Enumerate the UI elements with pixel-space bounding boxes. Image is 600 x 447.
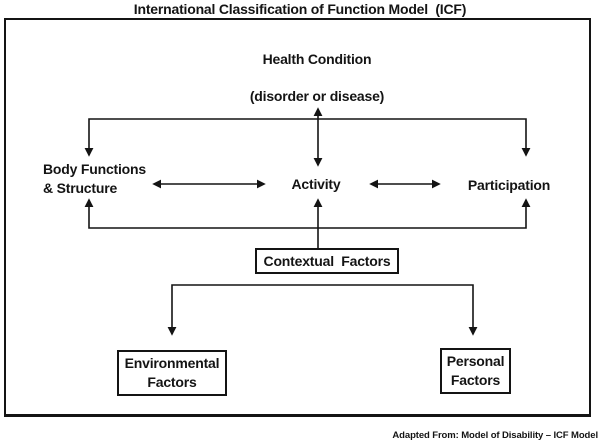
node-health-condition-subtitle: (disorder or disease) xyxy=(249,88,385,104)
body-functions-line1: Body Functions xyxy=(43,161,146,177)
node-activity: Activity xyxy=(291,176,341,192)
arrow-contextual-to-environmental-personal xyxy=(167,284,478,336)
node-health-condition: Health Condition xyxy=(262,51,372,67)
diagram-border-frame xyxy=(4,18,591,417)
environmental-factors-line1: Environmental xyxy=(124,355,220,371)
contextual-factors-label: Contextual Factors xyxy=(263,252,391,269)
page-title: International Classification of Function… xyxy=(133,1,467,17)
personal-factors-line2: Factors xyxy=(450,372,501,388)
node-participation: Participation xyxy=(467,177,551,193)
node-body-functions: Body Functions & Structure xyxy=(43,160,183,198)
body-functions-line2: & Structure xyxy=(43,180,118,196)
node-personal-factors: Personal Factors xyxy=(440,348,511,394)
attribution-text: Adapted From: Model of Disability – ICF … xyxy=(392,430,598,441)
arrow-contextual-to-bodyfunctions-participation xyxy=(84,198,531,229)
node-contextual-factors: Contextual Factors xyxy=(255,248,399,274)
arrow-healthcondition-to-bodyfunctions-participation xyxy=(84,118,531,157)
personal-factors-line1: Personal xyxy=(446,353,505,369)
node-environmental-factors: Environmental Factors xyxy=(117,350,227,396)
environmental-factors-line2: Factors xyxy=(147,374,197,390)
